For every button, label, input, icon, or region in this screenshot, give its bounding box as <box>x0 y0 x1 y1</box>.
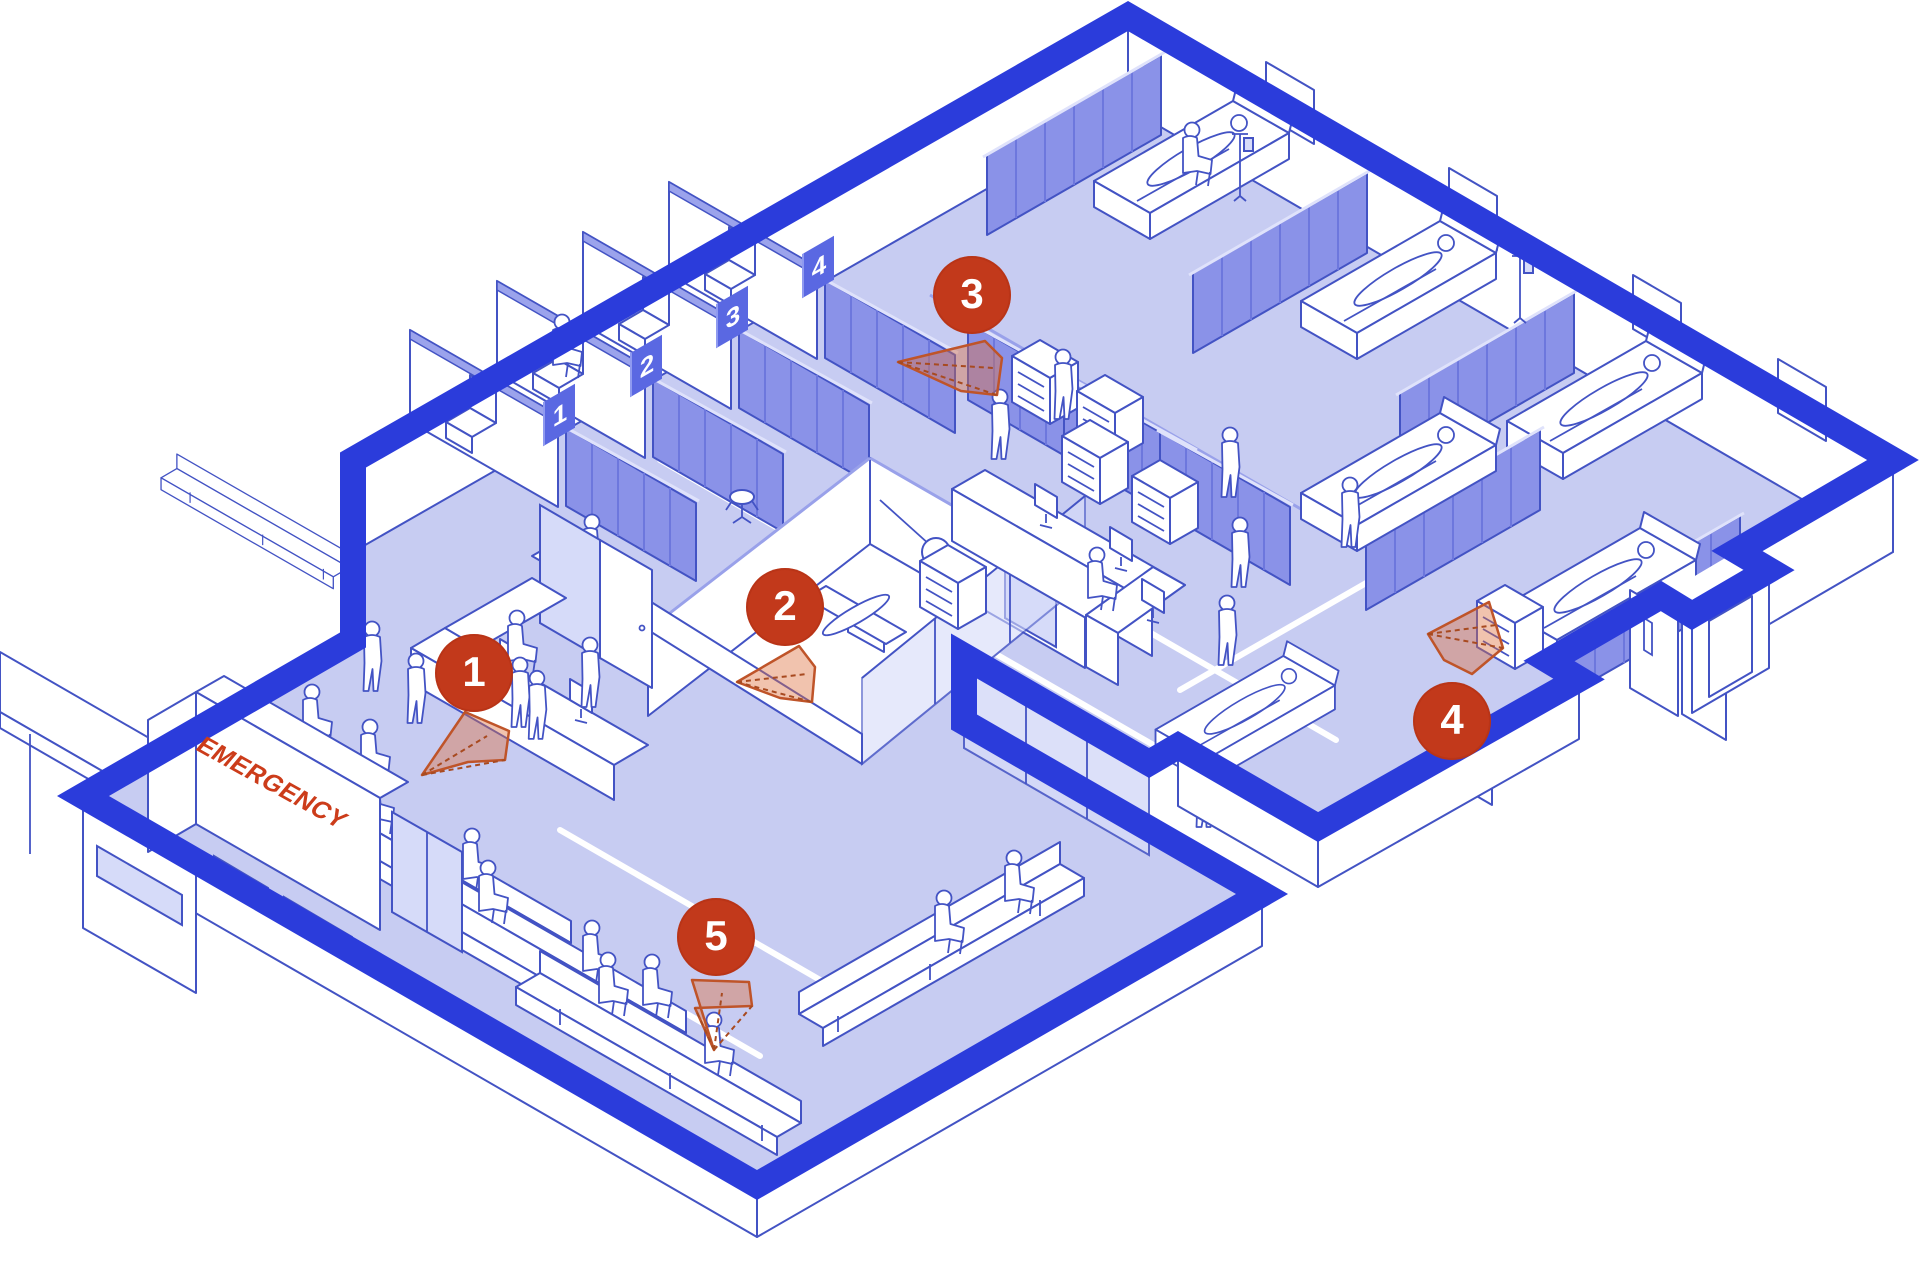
camera-view-cones <box>420 339 1505 1052</box>
entrance-doors <box>391 810 463 954</box>
nurse-station <box>951 388 1251 686</box>
patient-bays <box>929 50 1746 698</box>
trauma-entry-glass <box>539 503 653 689</box>
camera-2-view-cone <box>735 644 817 704</box>
camera-5-view-cone <box>690 978 754 1052</box>
or-table <box>805 585 907 653</box>
outer-wall <box>57 0 1919 1201</box>
camera-marker-2[interactable]: 2 <box>746 568 824 646</box>
camera-1-view-cone <box>420 710 511 777</box>
camera-marker-4[interactable]: 4 <box>1413 682 1491 760</box>
camera-4-view-cone <box>1426 600 1505 676</box>
camera-marker-1[interactable]: 1 <box>435 634 513 712</box>
camera-marker-3[interactable]: 3 <box>933 256 1011 334</box>
camera-marker-5[interactable]: 5 <box>677 898 755 976</box>
camera-3-view-cone <box>896 339 1004 397</box>
